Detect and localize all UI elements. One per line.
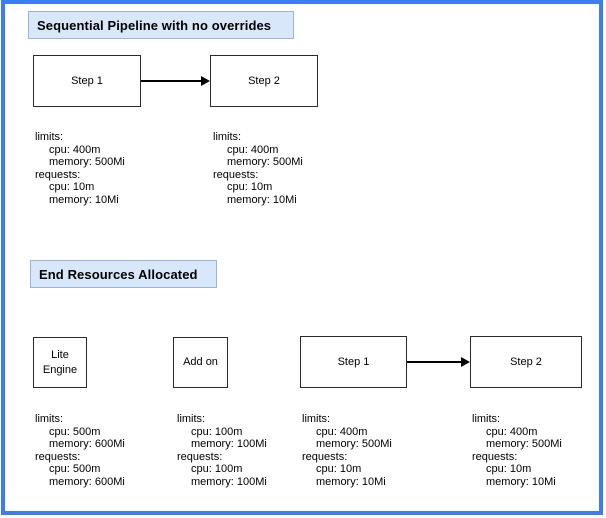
arrow-shaft (141, 80, 202, 82)
node-step1-bottom-label: Step 1 (337, 355, 370, 368)
resource-limits-heading: limits: (302, 413, 331, 425)
node-step2-top-label: Step 2 (248, 74, 280, 87)
resource-requests-heading: requests: (213, 168, 259, 181)
resource-requests-memory: memory: 10Mi (316, 475, 386, 488)
arrowhead-icon (461, 356, 470, 367)
node-step2-top: Step 2 (210, 55, 318, 107)
section-title-sequential-pipeline: Sequential Pipeline with no overrides (28, 11, 294, 39)
resource-requests-cpu: cpu: 10m (227, 181, 273, 194)
node-step1-top: Step 1 (33, 55, 141, 107)
resource-limits-memory: memory: 100Mi (191, 438, 267, 451)
node-step2-bottom: Step 2 (470, 336, 582, 388)
resource-requests-cpu: cpu: 500m (49, 463, 101, 476)
resource-limits-memory: memory: 500Mi (316, 438, 392, 451)
resource-requests-cpu: cpu: 10m (486, 463, 532, 476)
resource-limits-cpu: cpu: 100m (191, 425, 243, 438)
resource-requests-cpu: cpu: 10m (49, 181, 95, 194)
resources-step1-bottom: limits: cpu: 400m memory: 500Mi requests… (302, 413, 392, 489)
resource-requests-heading: requests: (177, 450, 223, 463)
resource-limits-memory: memory: 500Mi (486, 438, 562, 451)
resources-lite-engine: limits: cpu: 500m memory: 600Mi requests… (35, 413, 125, 489)
node-add-on-label: Add on (183, 356, 218, 369)
node-lite-engine-label: Lite Engine (42, 348, 78, 376)
arrow-shaft (407, 361, 462, 363)
section-title-end-resources: End Resources Allocated (30, 260, 217, 288)
arrow-step1-to-step2-bottom (407, 356, 470, 367)
resource-requests-memory: memory: 10Mi (49, 193, 119, 206)
resource-limits-cpu: cpu: 400m (316, 425, 368, 438)
resources-step1-top: limits: cpu: 400m memory: 500Mi requests… (35, 131, 125, 207)
resource-limits-cpu: cpu: 400m (49, 143, 101, 156)
node-step1-bottom: Step 1 (300, 336, 407, 388)
resource-limits-memory: memory: 600Mi (49, 438, 125, 451)
resources-add-on: limits: cpu: 100m memory: 100Mi requests… (177, 413, 267, 489)
node-add-on: Add on (173, 337, 228, 388)
resource-requests-memory: memory: 10Mi (227, 193, 297, 206)
resource-limits-heading: limits: (177, 413, 206, 425)
resource-limits-cpu: cpu: 400m (227, 143, 279, 156)
resource-limits-heading: limits: (213, 131, 242, 143)
resource-requests-memory: memory: 100Mi (191, 475, 267, 488)
resource-limits-memory: memory: 500Mi (227, 156, 303, 169)
resource-requests-cpu: cpu: 10m (316, 463, 362, 476)
resource-requests-heading: requests: (35, 450, 81, 463)
resource-limits-cpu: cpu: 400m (486, 425, 538, 438)
resources-step2-bottom: limits: cpu: 400m memory: 500Mi requests… (472, 413, 562, 489)
arrow-step1-to-step2-top (141, 75, 210, 86)
arrowhead-icon (201, 75, 210, 86)
resources-step2-top: limits: cpu: 400m memory: 500Mi requests… (213, 131, 303, 207)
resource-limits-memory: memory: 500Mi (49, 156, 125, 169)
node-step2-bottom-label: Step 2 (510, 355, 542, 368)
resource-requests-memory: memory: 10Mi (486, 475, 556, 488)
resource-requests-memory: memory: 600Mi (49, 475, 125, 488)
resource-limits-heading: limits: (35, 413, 64, 425)
resource-requests-cpu: cpu: 100m (191, 463, 243, 476)
resource-requests-heading: requests: (35, 168, 81, 181)
resource-limits-heading: limits: (35, 131, 64, 143)
resource-limits-cpu: cpu: 500m (49, 425, 101, 438)
node-step1-top-label: Step 1 (71, 74, 103, 87)
node-lite-engine: Lite Engine (33, 337, 87, 388)
resource-limits-heading: limits: (472, 413, 501, 425)
resource-requests-heading: requests: (302, 450, 348, 463)
resource-requests-heading: requests: (472, 450, 518, 463)
